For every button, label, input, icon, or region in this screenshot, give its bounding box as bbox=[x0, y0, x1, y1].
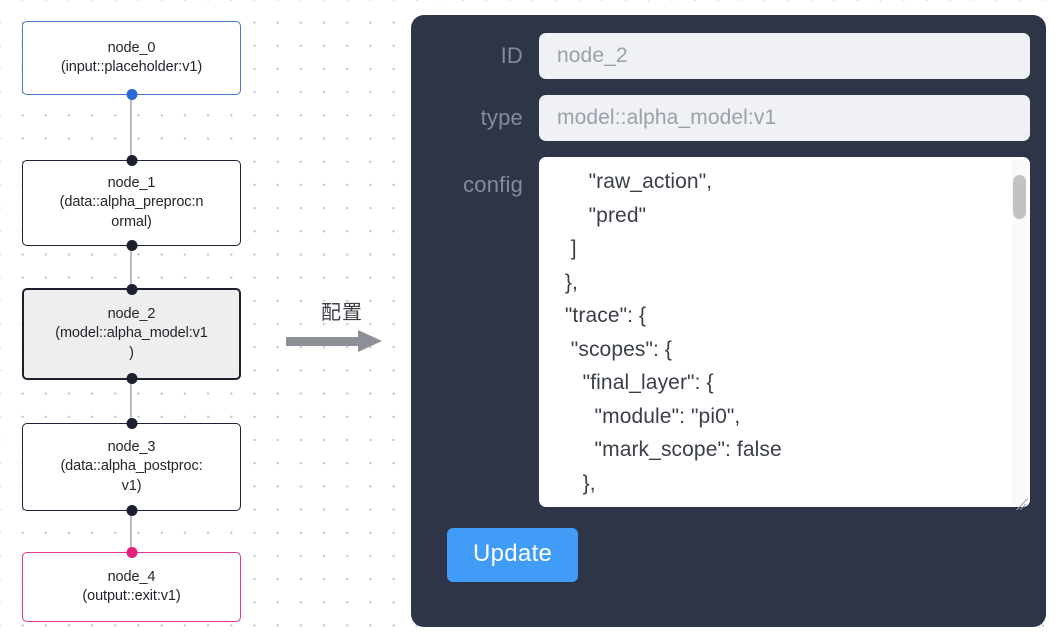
type-label: type bbox=[480, 105, 523, 130]
node-subtitle-cont: v1) bbox=[121, 477, 142, 494]
node-subtitle: (output::exit:v1) bbox=[82, 588, 181, 604]
node-title: node_4 bbox=[107, 568, 156, 585]
node-handle-target[interactable] bbox=[126, 284, 137, 295]
config-annotation: 配置 bbox=[286, 296, 398, 353]
node-handle-source[interactable] bbox=[126, 240, 137, 251]
id-label: ID bbox=[500, 43, 523, 68]
type-input[interactable] bbox=[539, 95, 1030, 141]
annotation-label: 配置 bbox=[321, 300, 363, 324]
node-title: node_1 bbox=[107, 175, 156, 192]
node-title: node_0 bbox=[107, 39, 156, 56]
node-handle-source[interactable] bbox=[126, 505, 137, 516]
node-subtitle: (data::alpha_preproc:n bbox=[59, 194, 204, 211]
edge-node2-node3 bbox=[129, 375, 133, 428]
graph-node-node_3[interactable]: node_3 (data::alpha_postproc: v1) bbox=[22, 418, 241, 516]
node-graph-canvas[interactable]: node_0 (input::placeholder:v1) node_1 (d… bbox=[0, 0, 400, 643]
config-editor: "raw_action", "pred" ] }, "trace": { "sc… bbox=[539, 157, 1030, 512]
config-textarea[interactable]: "raw_action", "pred" ] }, "trace": { "sc… bbox=[539, 157, 1030, 507]
node-title: node_3 bbox=[107, 439, 156, 456]
graph-node-node_1[interactable]: node_1 (data::alpha_preproc:n ormal) bbox=[22, 155, 241, 251]
node-handle-source[interactable] bbox=[126, 89, 137, 100]
node-handle-target[interactable] bbox=[126, 418, 137, 429]
edge-node3-node4 bbox=[129, 506, 133, 557]
edge-node0-node1 bbox=[129, 90, 133, 164]
graph-node-node_0[interactable]: node_0 (input::placeholder:v1) bbox=[22, 21, 241, 100]
arrow-right-icon bbox=[286, 329, 398, 353]
config-field-row: config "raw_action", "pred" ] }, "trace"… bbox=[427, 157, 1030, 512]
node-subtitle-cont: ormal) bbox=[111, 213, 152, 230]
edge-node1-node2 bbox=[129, 241, 133, 293]
config-scrollbar[interactable] bbox=[1012, 159, 1027, 505]
id-field-row: ID bbox=[427, 33, 1030, 79]
node-handle-target[interactable] bbox=[126, 155, 137, 166]
type-field-row: type bbox=[427, 95, 1030, 141]
resize-grip-icon[interactable] bbox=[1012, 494, 1028, 510]
config-scrollbar-thumb[interactable] bbox=[1013, 175, 1026, 219]
node-subtitle: (input::placeholder:v1) bbox=[60, 59, 203, 75]
node-inspector-panel: ID type config "raw_action", "pred" ] },… bbox=[411, 15, 1046, 627]
graph-node-node_4[interactable]: node_4 (output::exit:v1) bbox=[22, 547, 241, 622]
update-button[interactable]: Update bbox=[447, 528, 579, 582]
node-subtitle: (data::alpha_postproc: bbox=[60, 458, 203, 475]
node-title: node_2 bbox=[107, 306, 156, 323]
config-label: config bbox=[463, 172, 523, 197]
id-input[interactable] bbox=[539, 33, 1030, 79]
graph-node-node_2[interactable]: node_2 (model::alpha_model:v1 ) bbox=[22, 284, 241, 384]
node-subtitle-cont: ) bbox=[129, 344, 134, 361]
node-handle-target[interactable] bbox=[126, 547, 137, 558]
node-subtitle: (model::alpha_model:v1 bbox=[55, 325, 208, 342]
node-handle-source[interactable] bbox=[126, 373, 137, 384]
